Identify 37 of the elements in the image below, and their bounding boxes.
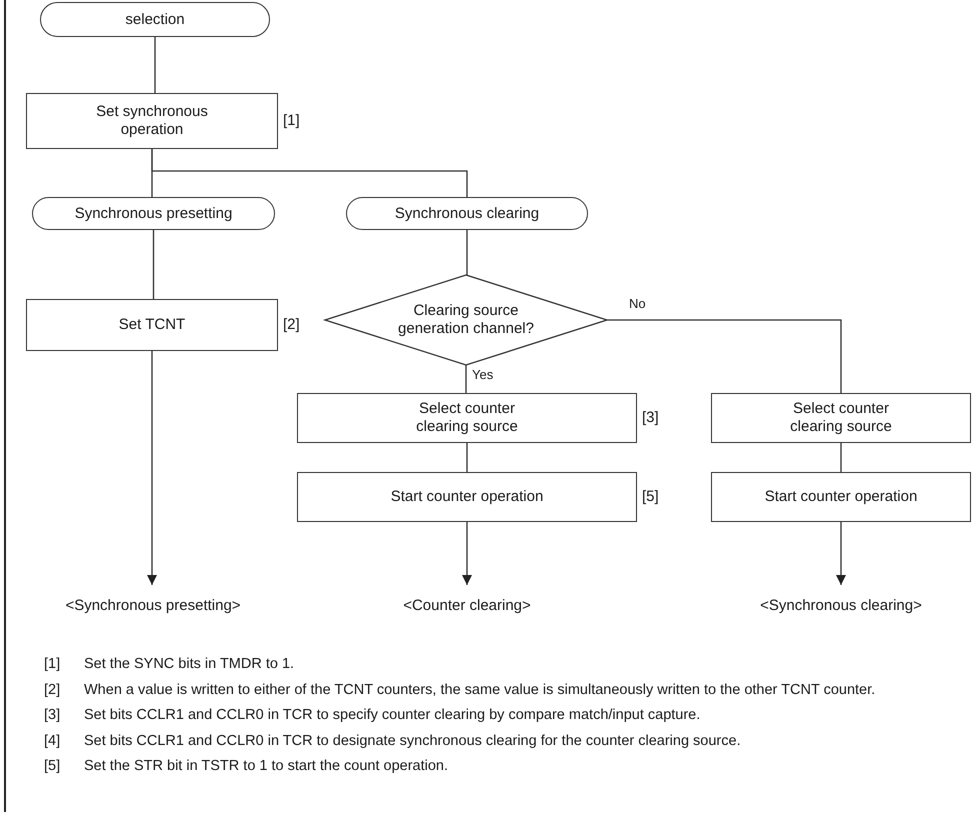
step-number: [1] — [283, 112, 300, 129]
note-text: When a value is written to either of the TCNT counters, the same value is simultaneously written to the other TCNT counter. — [84, 680, 876, 700]
note-text: Set bits CCLR1 and CCLR0 in TCR to specify counter clearing by compare match/input capture. — [84, 706, 702, 726]
connector-line — [466, 230, 468, 275]
connector-line — [465, 365, 467, 393]
process-box: Start counter operation — [711, 472, 971, 522]
process-box: Select counter clearing source — [711, 393, 971, 443]
step-number: [3] — [642, 409, 659, 426]
note-number: [4] — [44, 732, 62, 751]
edge-label: No — [627, 296, 648, 311]
note-text: Set bits CCLR1 and CCLR0 in TCR to designate synchronous clearing for the counter clearing source. — [84, 732, 742, 751]
process-box: Select counter clearing source — [297, 393, 637, 443]
arrow — [147, 351, 157, 585]
decision-diamond: Clearing source generation channel? — [325, 275, 607, 365]
process-box: Set TCNT — [26, 299, 278, 351]
process-box: Set synchronous operation — [26, 93, 278, 149]
result-text: <Synchronous clearing> — [746, 595, 936, 617]
connector-line — [840, 443, 842, 472]
note-text: Set the SYNC bits in TMDR to 1. — [84, 655, 296, 674]
connector-line — [466, 443, 468, 472]
note-number: [3] — [44, 706, 62, 726]
result-text: <Synchronous presetting> — [53, 595, 253, 617]
step-number: [2] — [283, 316, 300, 333]
edge-label: Yes — [470, 367, 496, 382]
connector-line — [151, 149, 468, 197]
arrow — [462, 522, 472, 585]
note-number: [5] — [44, 757, 62, 776]
step-number: [5] — [642, 488, 659, 505]
connector-line — [607, 319, 842, 393]
process-box: Start counter operation — [297, 472, 637, 522]
connector-line — [154, 37, 156, 93]
note-number: [1] — [44, 655, 62, 674]
note-text: Set the STR bit in TSTR to 1 to start the count operation. — [84, 757, 450, 776]
result-text: <Counter clearing> — [367, 595, 567, 617]
note-number: [2] — [44, 680, 62, 700]
arrow — [836, 522, 846, 585]
connector-line — [152, 230, 154, 299]
